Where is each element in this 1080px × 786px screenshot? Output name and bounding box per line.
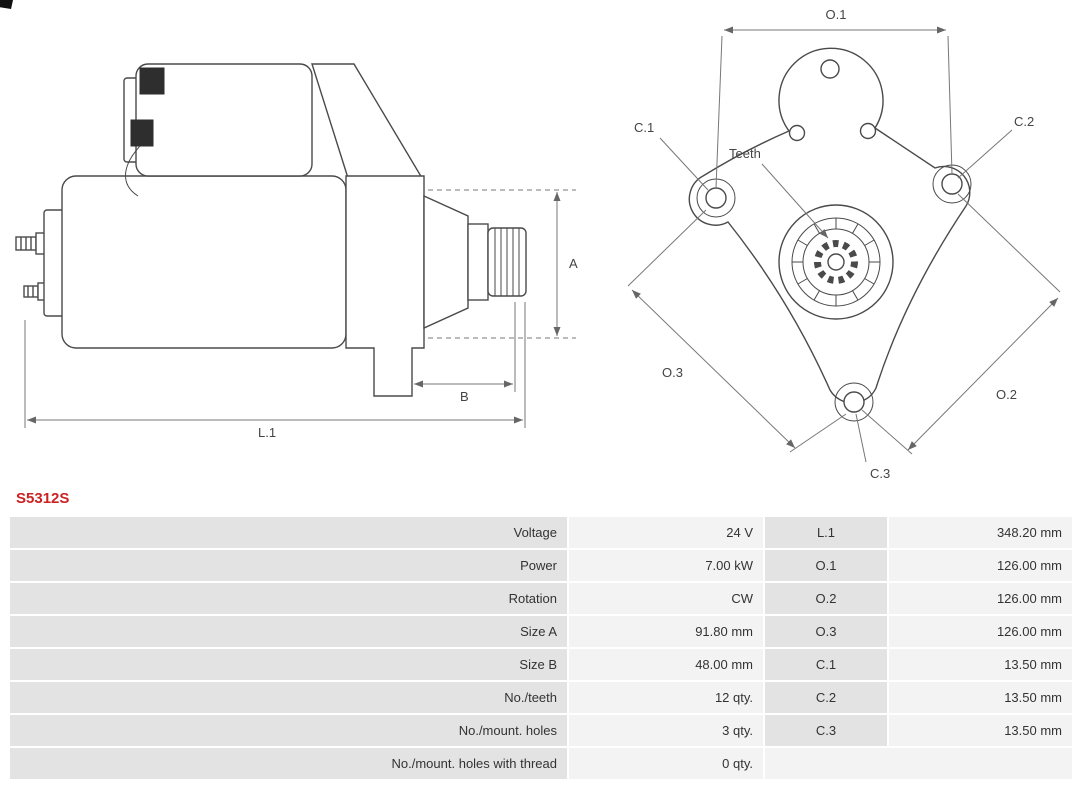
page-corner-mark <box>0 0 13 9</box>
spec-row: No./mount. holes 3 qty. C.3 13.50 mm <box>10 715 1072 746</box>
spec-row: No./mount. holes with thread 0 qty. <box>10 748 1072 779</box>
spec-row: Rotation CW O.2 126.00 mm <box>10 583 1072 614</box>
left-stud-lower <box>23 282 47 301</box>
dimension-l1: L.1 <box>24 302 526 440</box>
spec-value: 3 qty. <box>569 715 763 746</box>
dim-c3-label: C.3 <box>870 466 890 481</box>
spec-dim-label: C.2 <box>765 682 887 713</box>
spec-value: 0 qty. <box>569 748 763 779</box>
dim-a-label: A <box>569 256 578 271</box>
spec-row: No./teeth 12 qty. C.2 13.50 mm <box>10 682 1072 713</box>
mount-hole-c1 <box>705 187 727 209</box>
dimension-a: A <box>428 189 578 339</box>
motor-body <box>61 175 347 349</box>
mount-hole-c3 <box>843 391 865 413</box>
dimension-o2: O.2 <box>861 193 1061 455</box>
spec-value: 91.80 mm <box>569 616 763 647</box>
spec-label: No./mount. holes with thread <box>10 748 567 779</box>
spec-dim-value: 348.20 mm <box>889 517 1072 548</box>
spec-label: Voltage <box>10 517 567 548</box>
spec-value: 24 V <box>569 517 763 548</box>
shaft-spline <box>814 240 858 284</box>
spec-row: Size A 91.80 mm O.3 126.00 mm <box>10 616 1072 647</box>
dim-o1-label: O.1 <box>826 7 847 22</box>
drive-housing-top <box>311 63 424 179</box>
dim-l1-label: L.1 <box>258 425 276 440</box>
spec-dim-value: 126.00 mm <box>889 550 1072 581</box>
spec-table: Voltage 24 V L.1 348.20 mm Power 7.00 kW… <box>10 517 1072 779</box>
spec-row: Voltage 24 V L.1 348.20 mm <box>10 517 1072 548</box>
boss-c3 <box>834 382 874 422</box>
spec-label: No./mount. holes <box>10 715 567 746</box>
dimension-b: B <box>414 302 516 404</box>
nose-cone <box>423 194 469 330</box>
leader-c2: C.2 <box>957 114 1034 179</box>
spec-row: Size B 48.00 mm C.1 13.50 mm <box>10 649 1072 680</box>
spec-dim-value: 126.00 mm <box>889 583 1072 614</box>
leader-teeth: Teeth <box>729 146 829 239</box>
dimension-o1: O.1 <box>715 7 953 189</box>
dim-o2-label: O.2 <box>996 387 1017 402</box>
spec-label: No./teeth <box>10 682 567 713</box>
dim-o3-label: O.3 <box>662 365 683 380</box>
spec-value: 48.00 mm <box>569 649 763 680</box>
spec-value: 7.00 kW <box>569 550 763 581</box>
spec-empty-cell <box>765 748 1072 779</box>
part-number: S5312S <box>16 490 70 507</box>
spec-dim-label: O.1 <box>765 550 887 581</box>
starter-front-view: O.1 C.1 C.2 C.3 Teeth <box>627 7 1061 481</box>
spec-row: Power 7.00 kW O.1 126.00 mm <box>10 550 1072 581</box>
spec-dim-label: C.1 <box>765 649 887 680</box>
dim-c2-label: C.2 <box>1014 114 1034 129</box>
dim-b-label: B <box>460 389 469 404</box>
spec-dim-value: 13.50 mm <box>889 715 1072 746</box>
spec-value: CW <box>569 583 763 614</box>
dim-c1-label: C.1 <box>634 120 654 135</box>
top-hole <box>820 59 840 79</box>
pinion-gear-side <box>487 227 527 297</box>
solenoid-terminal-lower <box>130 119 154 147</box>
spec-dim-label: O.2 <box>765 583 887 614</box>
starter-side-view: A B L.1 <box>15 63 578 440</box>
spec-dim-label: C.3 <box>765 715 887 746</box>
spec-dim-value: 13.50 mm <box>889 649 1072 680</box>
spec-dim-value: 126.00 mm <box>889 616 1072 647</box>
small-hole-right <box>859 122 877 140</box>
solenoid-terminal-upper <box>139 67 165 95</box>
spec-label: Size A <box>10 616 567 647</box>
spec-label: Rotation <box>10 583 567 614</box>
leader-c1: C.1 <box>634 120 709 191</box>
leader-c3: C.3 <box>855 413 890 481</box>
mounting-flange-side <box>345 175 425 397</box>
small-hole-left <box>788 124 806 142</box>
gear-teeth <box>792 218 880 306</box>
motor-end-cap <box>43 209 65 317</box>
spec-value: 12 qty. <box>569 682 763 713</box>
spec-dim-label: L.1 <box>765 517 887 548</box>
spec-label: Size B <box>10 649 567 680</box>
shaft-collar <box>467 223 489 301</box>
shaft-center-hole <box>827 253 845 271</box>
dimension-o3: O.3 <box>627 209 847 453</box>
left-stud-upper <box>15 232 47 255</box>
spec-dim-value: 13.50 mm <box>889 682 1072 713</box>
teeth-label: Teeth <box>729 146 761 161</box>
spec-dim-label: O.3 <box>765 616 887 647</box>
terminal-wire <box>125 145 141 197</box>
pinion-gear-front <box>778 204 894 320</box>
spec-label: Power <box>10 550 567 581</box>
starter-motor-technical-drawing: A B L.1 <box>15 7 1061 481</box>
